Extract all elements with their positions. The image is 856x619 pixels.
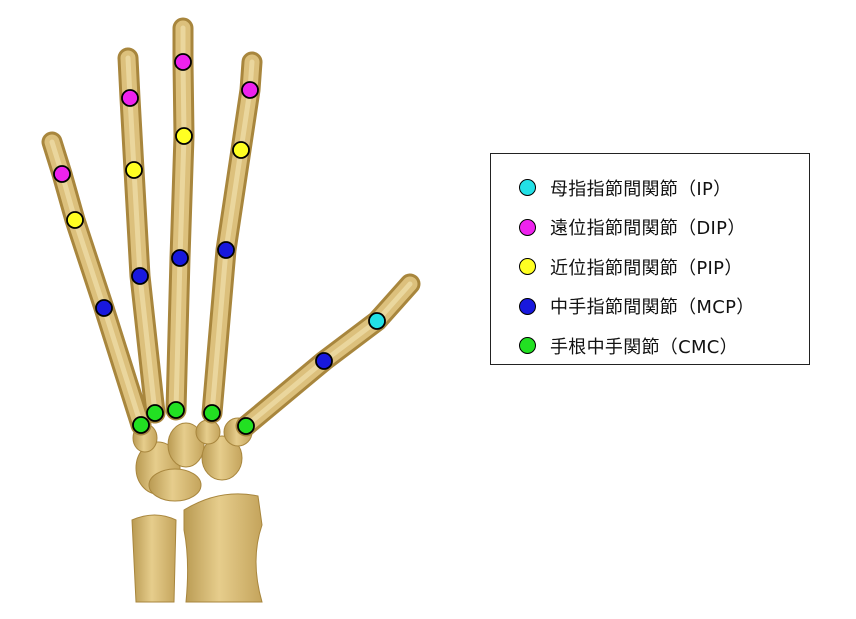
pip-joint-marker [175,127,193,145]
cmc-joint-marker [167,401,185,419]
dip-swatch-icon [519,218,536,236]
legend-label: 遠位指節間関節（DIP） [550,218,746,240]
ip-swatch-icon [519,179,536,197]
carpal-bones [132,417,253,502]
dip-joint-marker [241,81,259,99]
mcp-joint-marker [171,249,189,267]
pip-swatch-icon [519,258,536,276]
ip-joint-marker [368,312,386,330]
mcp-joint-marker [217,241,235,259]
pip-joint-marker [66,211,84,229]
dip-joint-marker [53,165,71,183]
legend-label: 近位指節間関節（PIP） [550,257,743,279]
mcp-joint-marker [131,267,149,285]
forearm-bones [131,493,263,603]
cmc-joint-marker [203,404,221,422]
pip-joint-marker [232,141,250,159]
cmc-swatch-icon [519,337,536,355]
legend-item-ip: 母指指節間関節（IP） [519,168,809,208]
legend-item-mcp: 中手指節間関節（MCP） [519,287,809,327]
mcp-swatch-icon [519,297,536,315]
legend-label: 母指指節間関節（IP） [550,178,732,200]
legend-item-dip: 遠位指節間関節（DIP） [519,208,809,248]
radius-bone [183,493,263,603]
mcp-joint-marker [315,352,333,370]
legend-item-cmc: 手根中手関節（CMC） [519,326,809,366]
cmc-joint-marker [146,404,164,422]
finger-bones [41,17,421,437]
dip-joint-marker [121,89,139,107]
legend-item-pip: 近位指節間関節（PIP） [519,247,809,287]
legend: 母指指節間関節（IP） 遠位指節間関節（DIP） 近位指節間関節（PIP） 中手… [490,153,810,365]
legend-label: 中手指節間関節（MCP） [550,297,755,319]
mcp-joint-marker [95,299,113,317]
hand-skeleton-illustration [41,17,421,603]
legend-label: 手根中手関節（CMC） [550,336,738,358]
ulna-bone [131,514,177,603]
pip-joint-marker [125,161,143,179]
cmc-joint-marker [132,416,150,434]
cmc-joint-marker [237,417,255,435]
joint-markers [53,53,386,435]
dip-joint-marker [174,53,192,71]
